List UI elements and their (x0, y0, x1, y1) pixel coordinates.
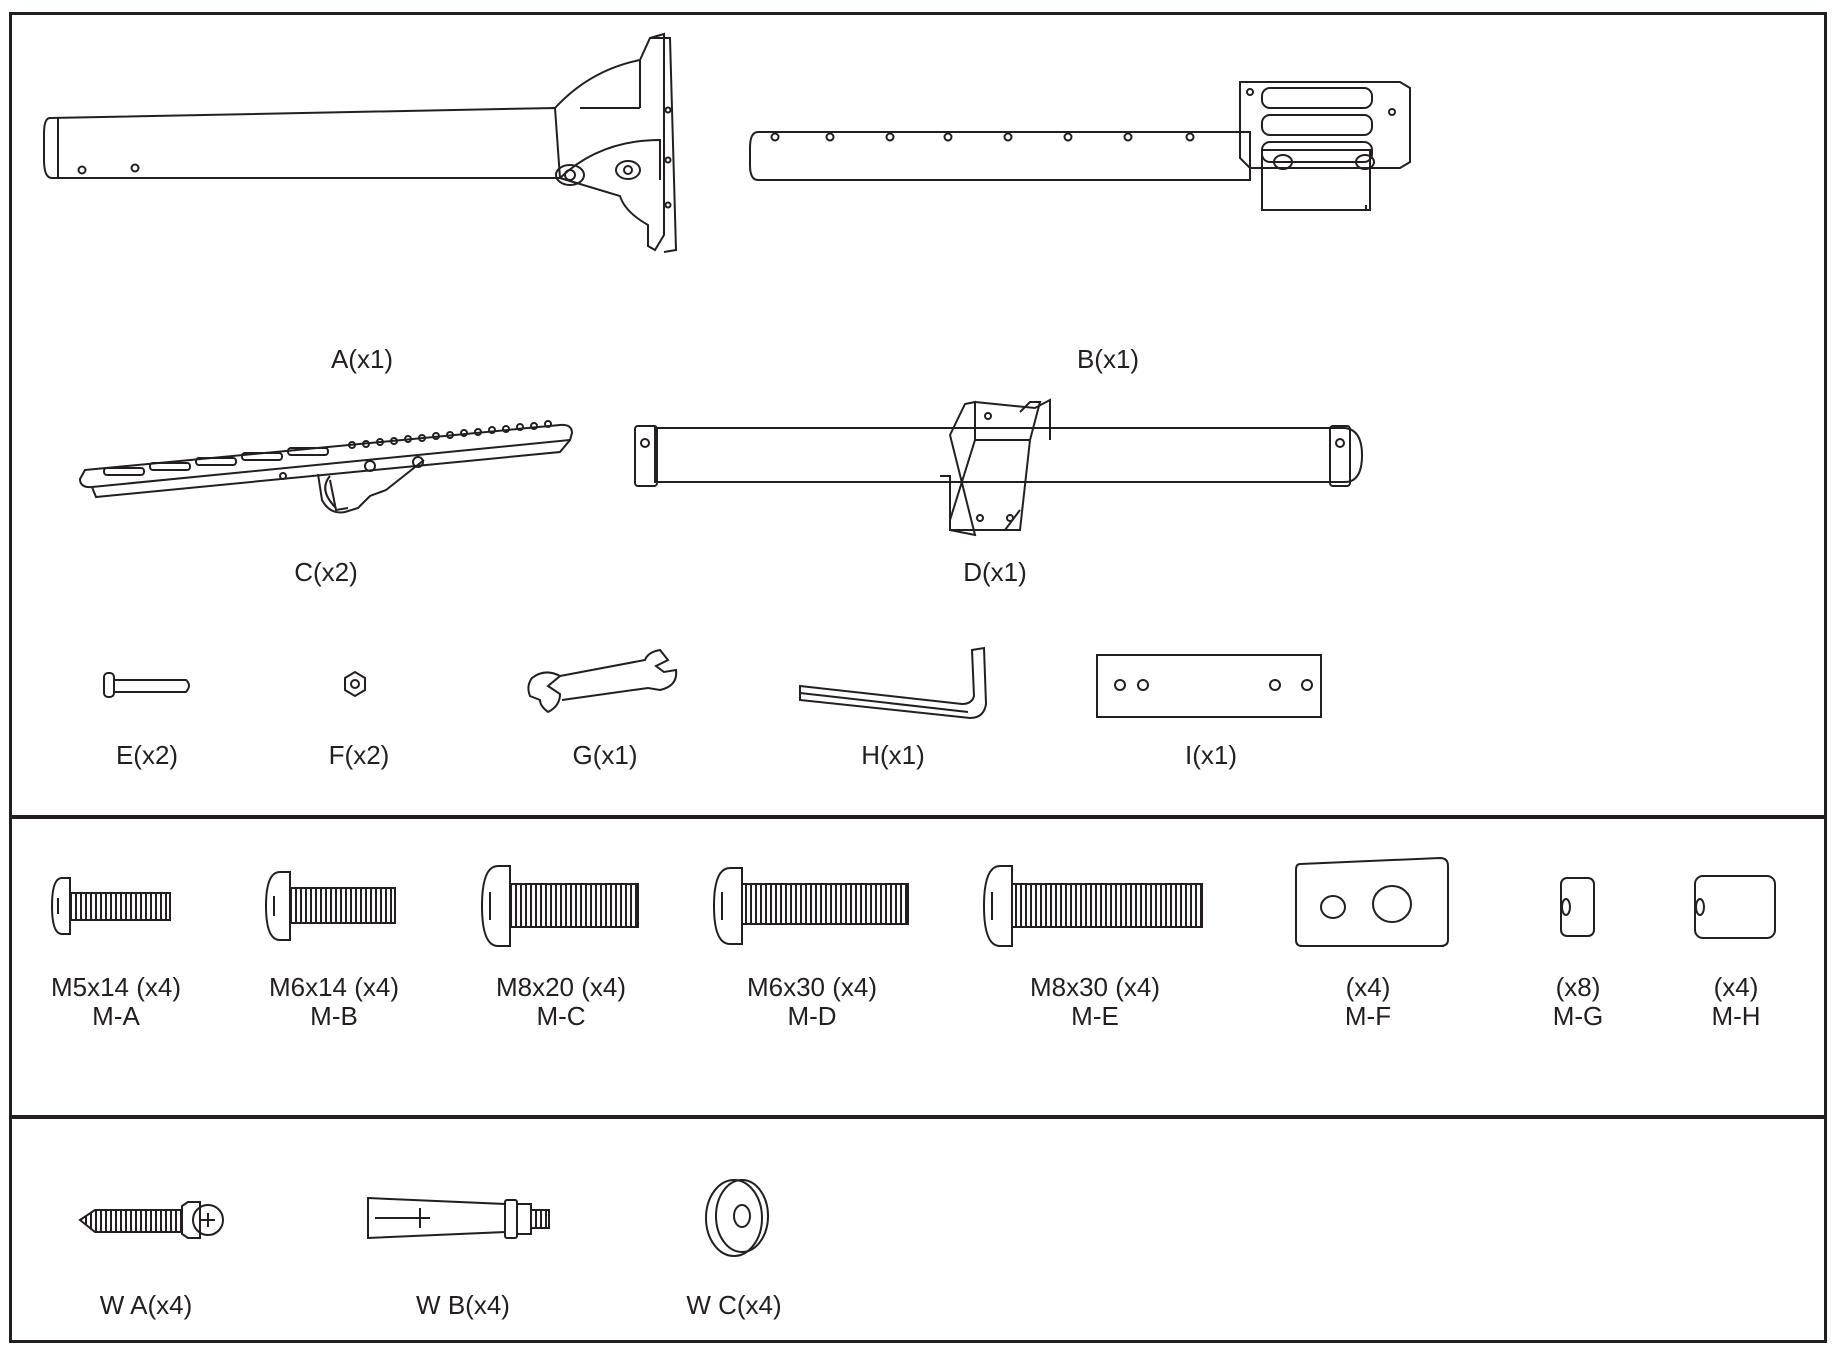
screw-m-c-drawing (480, 865, 639, 947)
parts-list-frame (9, 12, 1827, 1343)
hardware-size: M6x14 (x4) (268, 972, 400, 1002)
part-h-drawing (799, 646, 988, 720)
part-b-label: B(x1) (1076, 344, 1140, 374)
section-divider-wall (9, 1115, 1827, 1119)
wall-hardware-wb-label: W B(x4) (416, 1290, 510, 1320)
part-a-label: A(x1) (330, 344, 394, 374)
hardware-size: M8x20 (x4) (495, 972, 627, 1002)
part-f-label: F(x2) (328, 740, 390, 770)
plate-m-f-drawing (1295, 856, 1449, 947)
hardware-code: M-C (536, 1001, 586, 1031)
hardware-label-m-d: M6x30 (x4) M-D (747, 973, 877, 1031)
hardware-label-m-c: M8x20 (x4) M-C (496, 973, 626, 1031)
hardware-label-m-f: (x4) M-F (1345, 973, 1391, 1031)
hardware-code: M-D (787, 1001, 837, 1031)
wall-anchor-wb-drawing (367, 1196, 550, 1240)
wall-bolt-wa-drawing (78, 1201, 224, 1239)
hardware-size: (x4) (1345, 972, 1391, 1002)
washer-wc-drawing (705, 1179, 769, 1257)
wall-hardware-wa-label: W A(x4) (99, 1290, 193, 1320)
part-c-label: C(x2) (294, 557, 358, 587)
hardware-size: (x8) (1555, 972, 1601, 1002)
part-c-drawing (78, 420, 574, 514)
hardware-code: M-H (1711, 1001, 1761, 1031)
part-d-drawing (634, 398, 1364, 537)
hardware-code: M-A (92, 1001, 140, 1031)
spacer-m-h-drawing (1694, 875, 1776, 939)
part-h-label: H(x1) (861, 740, 925, 770)
hardware-code: M-E (1071, 1001, 1119, 1031)
part-i-label: I(x1) (1185, 740, 1237, 770)
part-e-drawing (103, 672, 190, 698)
hardware-code: M-G (1552, 1001, 1604, 1031)
hardware-size: M8x30 (x4) (1029, 972, 1161, 1002)
part-g-label: G(x1) (572, 740, 638, 770)
part-e-label: E(x2) (115, 740, 179, 770)
part-b-drawing (749, 81, 1411, 211)
part-f-drawing (344, 670, 366, 698)
hardware-label-m-h: (x4) M-H (1711, 973, 1760, 1031)
part-g-drawing (527, 648, 678, 714)
hardware-size: (x4) (1713, 972, 1759, 1002)
hardware-code: M-B (310, 1001, 358, 1031)
part-i-drawing (1096, 654, 1322, 718)
hardware-label-m-a: M5x14 (x4) M-A (51, 973, 181, 1031)
hardware-label-m-g: (x8) M-G (1553, 973, 1604, 1031)
hardware-size: M6x30 (x4) (746, 972, 878, 1002)
hardware-label-m-b: M6x14 (x4) M-B (269, 973, 399, 1031)
section-divider-hardware (9, 815, 1827, 819)
screw-m-b-drawing (264, 871, 396, 941)
screw-m-e-drawing (982, 865, 1203, 947)
hardware-code: M-F (1344, 1001, 1392, 1031)
screw-m-a-drawing (50, 877, 171, 935)
part-a-drawing (43, 32, 678, 253)
spacer-m-g-drawing (1560, 877, 1595, 937)
part-d-label: D(x1) (963, 557, 1027, 587)
screw-m-d-drawing (712, 867, 909, 945)
wall-hardware-wc-label: W C(x4) (686, 1290, 782, 1320)
hardware-size: M5x14 (x4) (50, 972, 182, 1002)
hardware-label-m-e: M8x30 (x4) M-E (1030, 973, 1160, 1031)
